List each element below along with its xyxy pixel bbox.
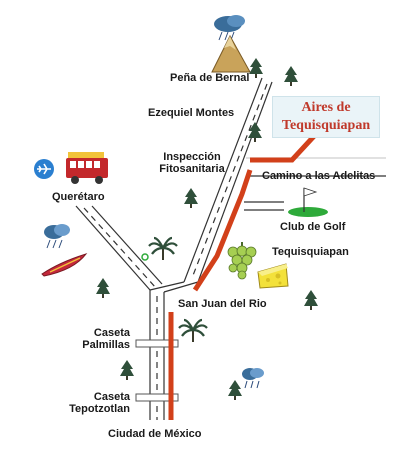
pine-tree-icon xyxy=(228,380,242,400)
label-inspeccion-line2: Fitosanitaria xyxy=(159,163,225,175)
toll-booth-palmillas xyxy=(135,339,179,348)
pine-tree-icon xyxy=(120,360,134,380)
label-caseta-tepotzotlan-line1: Caseta xyxy=(93,391,130,403)
label-inspeccion-line1: Inspección xyxy=(163,151,221,163)
pine-tree-icon xyxy=(249,58,263,78)
cloud-rain-icon xyxy=(44,224,70,249)
cheese-icon xyxy=(257,263,289,289)
label-camino-adelitas: Camino a las Adelitas xyxy=(262,170,376,182)
label-queretaro: Querétaro xyxy=(52,191,105,203)
pine-tree-icon xyxy=(96,278,110,298)
road-bernal-sanjuan xyxy=(183,77,273,283)
label-ezequiel-montes: Ezequiel Montes xyxy=(148,107,235,119)
palm-tree-icon xyxy=(148,236,178,260)
golf-flag-icon xyxy=(288,187,328,217)
tram-icon xyxy=(66,152,108,184)
label-inspeccion-fitosanitaria: Inspección Fitosanitaria xyxy=(144,151,240,175)
canoe-icon xyxy=(41,253,88,277)
label-san-juan-del-rio: San Juan del Rio xyxy=(178,298,267,310)
label-tequisquiapan: Tequisquiapan xyxy=(272,246,349,258)
pine-tree-icon xyxy=(184,188,198,208)
junction-marker xyxy=(141,253,149,261)
road-queretaro-sanjuan xyxy=(75,205,163,291)
toll-booth-tepotzotlan xyxy=(135,393,179,402)
label-caseta-tepotzotlan-line2: Tepotzotlan xyxy=(69,403,130,415)
label-club-de-golf: Club de Golf xyxy=(280,221,346,233)
palm-tree-icon xyxy=(178,318,208,342)
label-caseta-palmillas: Caseta Palmillas xyxy=(64,327,130,351)
label-caseta-palmillas-line1: Caseta xyxy=(93,327,130,339)
label-caseta-palmillas-line2: Palmillas xyxy=(82,339,130,351)
grapes-icon xyxy=(227,242,257,280)
title-line-1: Aires de xyxy=(301,100,351,115)
cloud-rain-icon xyxy=(242,368,264,389)
label-pena-de-bernal: Peña de Bernal xyxy=(170,72,250,84)
highlighted-route xyxy=(168,132,318,420)
title-line-2: Tequisquiapan xyxy=(281,118,371,133)
airplane-icon xyxy=(34,159,54,179)
pine-tree-icon xyxy=(304,290,318,310)
pine-tree-icon xyxy=(248,122,262,142)
label-caseta-tepotzotlan: Caseta Tepotzotlan xyxy=(54,391,130,415)
label-ciudad-de-mexico: Ciudad de México xyxy=(108,428,202,440)
destination-title: Aires de Tequisquiapan xyxy=(272,96,380,138)
pine-tree-icon xyxy=(284,66,298,86)
mountain-icon xyxy=(211,15,251,73)
